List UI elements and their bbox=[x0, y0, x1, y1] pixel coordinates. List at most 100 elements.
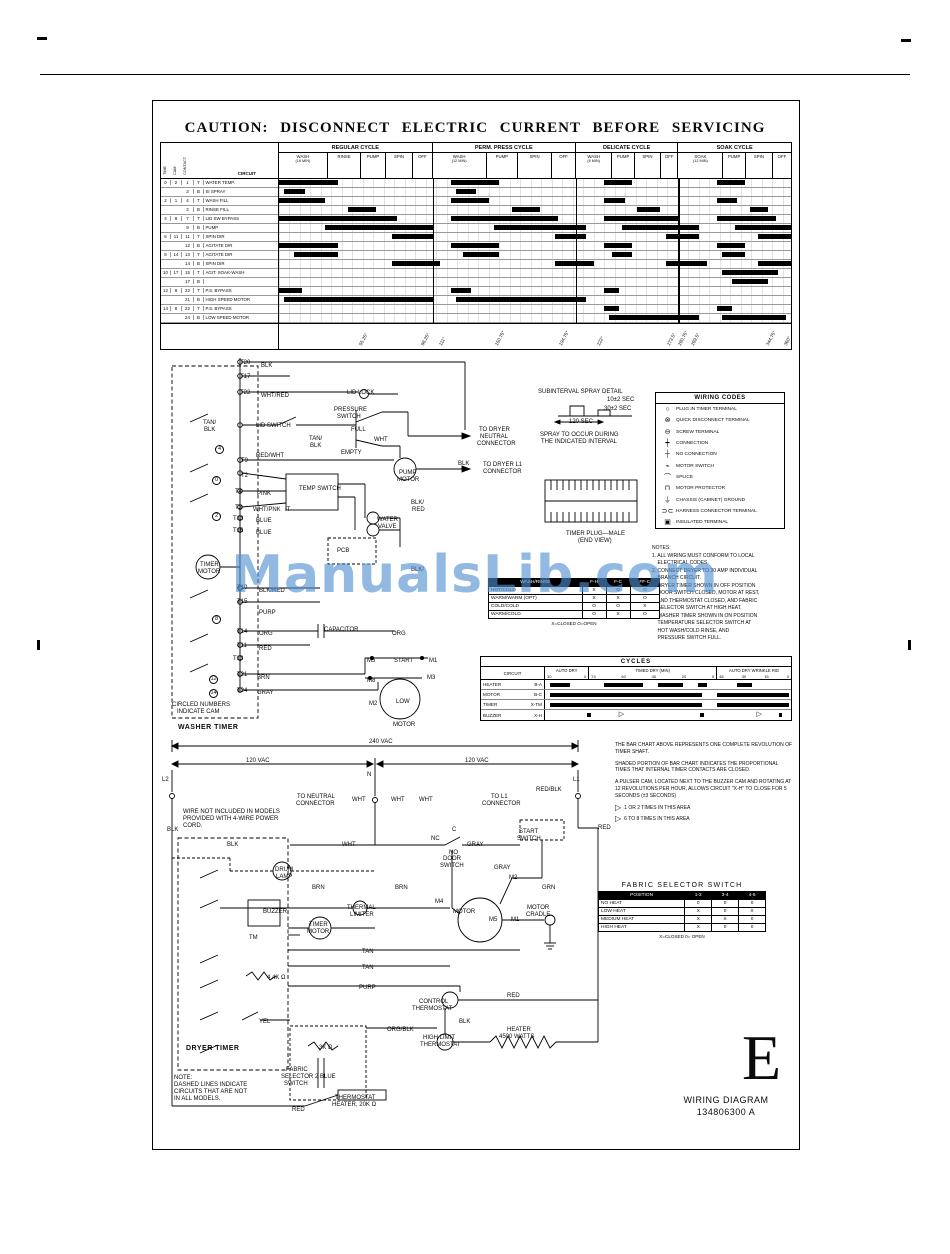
side-cell: T bbox=[194, 288, 204, 294]
pulse-triangle-icon: ▷ bbox=[618, 711, 625, 718]
bar-segment bbox=[716, 198, 738, 204]
chart-row-bars bbox=[279, 296, 791, 305]
temp-table-cell: HOT/COLD bbox=[488, 586, 583, 595]
cycles-bar bbox=[658, 682, 683, 688]
wiring-code-item: ┿CONNECTION bbox=[656, 438, 784, 449]
spray-detail-lines bbox=[544, 405, 638, 523]
fabric-table-cell: 0 bbox=[711, 899, 740, 908]
cycles-bar bbox=[549, 702, 703, 708]
wiring-codes-title: WIRING CODES bbox=[656, 393, 784, 404]
wiring-code-label: QUICK DISCONNECT TERMINAL bbox=[676, 418, 750, 424]
bar-segment bbox=[611, 252, 633, 258]
phase-cell: WASH(12 MIN) bbox=[433, 153, 487, 178]
bar-segment bbox=[734, 225, 791, 231]
phase-label: OFF bbox=[777, 154, 787, 159]
washer-wires bbox=[171, 358, 472, 720]
phase-cell: RINSE bbox=[328, 153, 362, 178]
degree-label: 194.75° bbox=[558, 329, 570, 347]
fabric-table-cell: X bbox=[738, 907, 766, 916]
note-line: AND THERMOSTAT CLOSED, AND FABRIC bbox=[652, 597, 758, 604]
cycles-title: CYCLES bbox=[481, 657, 791, 667]
phase-label: OFF bbox=[559, 154, 568, 159]
circuit-cell: WATER TEMP. bbox=[205, 180, 235, 186]
phase-cell: PUMP bbox=[361, 153, 386, 178]
revision-letter: E bbox=[742, 1022, 782, 1093]
degree-label: 150.75° bbox=[494, 329, 506, 347]
chart-row-bars bbox=[279, 188, 791, 197]
wiring-code-item: ┼NO CONNECTION bbox=[656, 449, 784, 460]
side-cell: T bbox=[194, 234, 204, 240]
cycle-separator bbox=[678, 178, 680, 323]
phase-cell: WASH(6 MIN) bbox=[576, 153, 613, 178]
contact-cell: 17 bbox=[182, 279, 194, 285]
chart-row-bars bbox=[279, 314, 791, 323]
degree-label: 98.25° bbox=[419, 332, 431, 347]
bar-segment bbox=[279, 198, 326, 204]
cam-cell: 8 bbox=[171, 288, 182, 294]
bar-segment bbox=[716, 180, 745, 186]
wiring-code-item: ▣INSULATED TERMINAL bbox=[656, 517, 784, 528]
circuit-cell: SI SPRAY bbox=[205, 189, 226, 195]
circuit-name: TIMER bbox=[483, 702, 498, 707]
cycles-bar bbox=[549, 682, 570, 688]
dryer-schematic bbox=[169, 740, 599, 1107]
bar-segment bbox=[279, 288, 303, 294]
bar-segment bbox=[279, 243, 338, 249]
wiring-codes-list: ○PLUG IN TIMER TERMINAL⊗QUICK DISCONNECT… bbox=[656, 404, 784, 528]
scale-tick: 48 bbox=[719, 674, 724, 679]
splice-icon: ⌒ bbox=[664, 473, 671, 481]
time-cell: 10 bbox=[161, 270, 171, 276]
temp-table-cell: X bbox=[605, 594, 631, 603]
dryer-wires bbox=[169, 740, 599, 1107]
side-cell: B bbox=[194, 279, 204, 285]
phase-label: PUMP bbox=[495, 154, 509, 159]
bar-segment bbox=[750, 207, 768, 213]
bar-segment bbox=[463, 252, 500, 258]
contact-cell: 12 bbox=[182, 243, 194, 249]
chart-row-bars bbox=[279, 269, 791, 278]
phase-cell: SOAK(12 MIN) bbox=[678, 153, 724, 178]
scale-tick: 0 bbox=[786, 674, 789, 679]
top-rule bbox=[40, 74, 910, 75]
bar-segment bbox=[604, 198, 625, 204]
temp-table-cell: O bbox=[581, 602, 607, 611]
phase-label: SPIN bbox=[394, 154, 405, 159]
degree-label: 280.75° bbox=[677, 329, 690, 347]
fabric-table-cell: MEDIUM HEAT bbox=[597, 915, 686, 924]
temp-table-cell: O bbox=[629, 610, 661, 619]
footer-caption-block: WIRING DIAGRAM 134806300 A bbox=[658, 1094, 794, 1118]
bar-segment bbox=[348, 207, 377, 213]
cycles-row-lane bbox=[545, 680, 791, 689]
chart-row-bars bbox=[279, 305, 791, 314]
bar-segment bbox=[455, 189, 477, 195]
chart-row-bars bbox=[279, 287, 791, 296]
phase-label: RINSE bbox=[337, 154, 351, 159]
cam-cell: 1 bbox=[171, 198, 182, 204]
notes-block: NOTES:1. ALL WIRING MUST CONFORM TO LOCA… bbox=[652, 545, 794, 643]
contact-cell: 22 bbox=[182, 288, 194, 294]
chart-row-bars bbox=[279, 233, 791, 242]
cycles-bar bbox=[604, 682, 644, 688]
wiring-code-item: ⊖SCREW TERMINAL bbox=[656, 427, 784, 438]
fabric-table-header-cell: 4-5 bbox=[738, 891, 766, 900]
note-line: 3. DRYER TIMER SHOWN IN OFF POSITION bbox=[652, 582, 756, 589]
fabric-table-header-cell: 3-4 bbox=[711, 891, 740, 900]
fabric-table-cell: X bbox=[684, 915, 713, 924]
contact-cell: 14 bbox=[182, 261, 194, 267]
phase-cell: OFF bbox=[661, 153, 677, 178]
